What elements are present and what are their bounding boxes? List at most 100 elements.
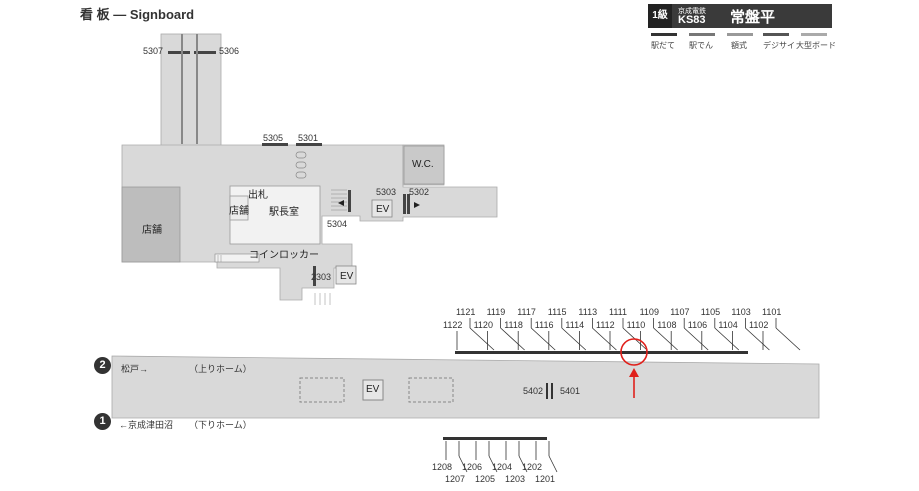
connector-upper-diag [469, 327, 495, 351]
bottom-board-row [443, 437, 547, 440]
platform-ev-box [362, 379, 384, 401]
store-label-left: 店舗 [142, 225, 162, 236]
board-5304-bar [348, 190, 351, 212]
track-1-name: （下りホーム） [189, 420, 252, 430]
legend-swatch-4 [763, 33, 789, 36]
board-label-bottom-upper: 1204 [492, 462, 513, 472]
board-label-upper: 1107 [670, 307, 690, 317]
track-2-number: 2 [94, 357, 111, 374]
station-grade: 1級 [648, 4, 672, 28]
track-1-number: 1 [94, 413, 111, 430]
board-label-upper: 1115 [547, 307, 567, 317]
coin-locker-label: コインロッカー [249, 250, 319, 261]
connector-bottom-lower-b [518, 455, 528, 473]
board-5402-bar [546, 383, 548, 399]
legend-label-1: 駅だて [651, 41, 675, 50]
board-5401-label: 5401 [560, 386, 581, 396]
board-5307-label: 5307 [143, 46, 164, 56]
board-label-upper: 1109 [639, 307, 659, 317]
connector-bottom-lower-b [548, 455, 558, 473]
board-label-bottom-upper: 1202 [522, 462, 543, 472]
board-label-lower: 1122 [443, 320, 463, 330]
track-1-direction: ←京成津田沼 [119, 420, 174, 430]
page-title: 看 板 ― Signboard [80, 7, 195, 22]
connector-upper-diag [500, 327, 525, 351]
connector-bottom-lower-b [458, 455, 468, 473]
board-2303-bar [313, 266, 316, 286]
board-label-lower: 1106 [687, 320, 708, 330]
ticket-gates [295, 151, 307, 179]
board-label-bottom-lower: 1205 [475, 474, 496, 484]
board-5304-label: 5304 [327, 219, 348, 229]
legend-label-5: 大型ボード [796, 41, 836, 50]
connector-bottom-lower-b [488, 455, 498, 473]
station-name: 常盤平 [730, 9, 776, 26]
legend-label-4: デジサイ [763, 41, 795, 50]
board-2303-label: 2303 [311, 272, 332, 282]
station-master-label: 駅長室 [269, 207, 299, 218]
wc-room [403, 145, 445, 185]
board-5303-label: 5303 [376, 187, 397, 197]
station-code: KS83 [678, 14, 706, 26]
legend-swatch-3 [727, 33, 753, 36]
board-label-lower: 1110 [626, 320, 646, 330]
board-5305-bar [262, 143, 288, 146]
track-2-name: （上りホーム） [189, 364, 252, 374]
platform-stair-2 [408, 377, 454, 403]
small-store-room [229, 195, 249, 221]
legend-label-2: 駅でん [689, 41, 713, 50]
board-label-upper: 1119 [486, 307, 506, 317]
platform-shape [111, 355, 820, 419]
connector-upper-diag [714, 327, 740, 351]
board-label-bottom-lower: 1201 [535, 474, 556, 484]
board-5301-bar [296, 143, 322, 146]
board-label-lower: 1118 [504, 320, 523, 330]
board-5302-label: 5302 [409, 187, 430, 197]
legend-label-3: 額式 [731, 41, 747, 50]
board-label-upper: 1101 [762, 307, 782, 317]
board-5306-bar [194, 51, 216, 54]
connector-upper-diag [775, 327, 801, 351]
board-label-bottom-upper: 1208 [432, 462, 453, 472]
board-label-bottom-lower: 1207 [445, 474, 466, 484]
board-label-lower: 1112 [596, 320, 615, 330]
station-line: 京成電鉄 [678, 8, 706, 15]
store-room-left [121, 186, 181, 263]
ev-box-concourse [371, 199, 393, 218]
board-5401-bar [551, 383, 553, 399]
platform-ev-label: EV [366, 384, 380, 395]
platform-stair-1 [299, 377, 345, 403]
board-label-upper: 1105 [700, 307, 721, 317]
board-5305-label: 5305 [263, 133, 284, 143]
highlight-arrow-head [629, 368, 639, 377]
wc-label: W.C. [412, 159, 434, 170]
ev-label-concourse: EV [376, 204, 390, 215]
track-2-direction: 松戸→ [121, 364, 149, 374]
board-5303-bar [407, 194, 410, 214]
board-label-upper: 1121 [456, 307, 476, 317]
concourse-boards [168, 34, 410, 286]
connector-upper-diag [561, 327, 587, 351]
board-5302-bar [403, 194, 406, 214]
board-label-bottom-upper: 1206 [462, 462, 483, 472]
top-board-row [455, 351, 748, 354]
board-label-lower: 1114 [565, 320, 585, 330]
highlight-circle [620, 338, 648, 366]
connector-upper-diag [683, 327, 709, 351]
board-label-bottom-lower: 1203 [505, 474, 526, 484]
board-5301-label: 5301 [298, 133, 319, 143]
stair-lines [217, 189, 347, 305]
store-label-small: 店舗 [229, 206, 249, 217]
station-badge: 1級 京成電鉄 KS83 常盤平 [648, 4, 832, 28]
connector-upper-diag [592, 327, 617, 351]
board-label-lower: 1120 [473, 320, 493, 330]
board-label-upper: 1111 [609, 307, 628, 317]
legend-swatch-2 [689, 33, 715, 36]
board-label-lower: 1102 [749, 320, 769, 330]
connector-upper-diag [530, 327, 556, 351]
board-5307-bar [168, 51, 190, 54]
ticket-gate-label: 出札 [248, 190, 268, 201]
bottom-board-connectors [445, 441, 558, 473]
coin-locker [214, 253, 260, 263]
